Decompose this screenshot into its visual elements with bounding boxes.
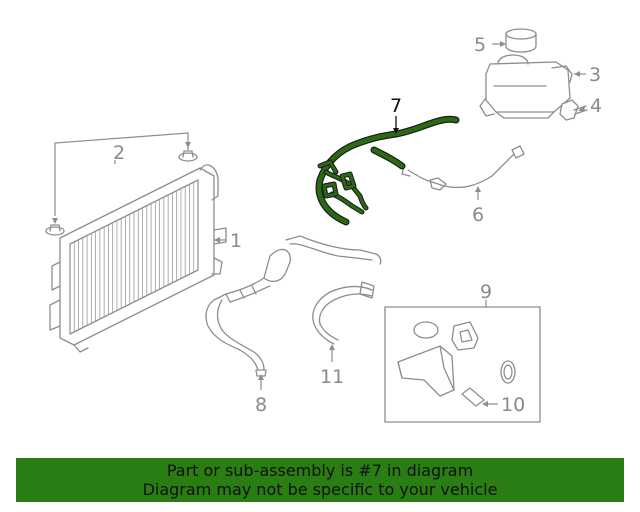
callout-2: 2: [113, 142, 125, 164]
banner-line-disclaimer: Diagram may not be specific to your vehi…: [142, 480, 498, 499]
arrowheads: [52, 41, 585, 407]
radiator: [49, 164, 227, 353]
reservoir-cap: [505, 28, 537, 53]
callout-10: 10: [501, 394, 525, 416]
callout-4: 4: [590, 95, 602, 117]
banner-line-part: Part or sub-assembly is #7 in diagram: [166, 461, 474, 480]
callout-7-highlighted: 7: [390, 95, 402, 117]
callout-8: 8: [255, 394, 267, 416]
overflow-hose: [401, 145, 525, 191]
callout-3: 3: [589, 64, 601, 86]
callout-labels: 1 2 3 4 5 6 7 8 9 10 11: [113, 34, 602, 416]
heater-tube: [213, 235, 382, 303]
radiator-insulators: [45, 132, 198, 236]
coolant-hose: [312, 281, 375, 345]
parts-diagram: 1 2 3 4 5 6 7 8 9 10 11: [45, 28, 602, 423]
radiator-fins: [69, 180, 199, 334]
coolant-reservoir: [479, 54, 573, 119]
callout-11: 11: [320, 366, 344, 388]
callout-1: 1: [230, 230, 242, 252]
callout-5: 5: [474, 34, 486, 56]
bypass-hose-assembly-highlighted: [315, 115, 460, 226]
callout-6: 6: [472, 204, 484, 226]
lower-radiator-hose: [205, 299, 267, 377]
callout-9: 9: [480, 281, 492, 303]
thermostat-kit: [384, 306, 541, 423]
info-banner: Part or sub-assembly is #7 in diagram Di…: [16, 458, 624, 502]
